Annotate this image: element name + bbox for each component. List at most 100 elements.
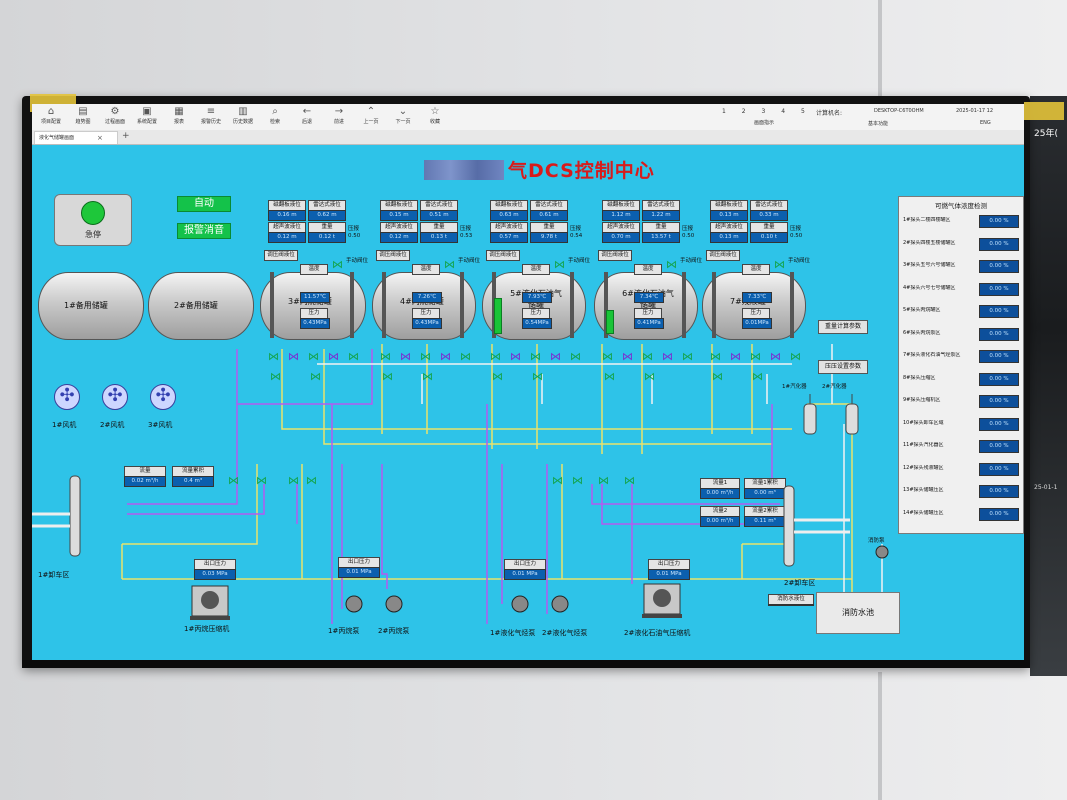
toolbar-button-2[interactable]: ⚙过程画面: [102, 106, 128, 125]
valve-icon[interactable]: ⋈: [268, 350, 279, 363]
radar-level-value: 1.22 m: [642, 210, 680, 221]
adjacent-screen: [1030, 96, 1067, 676]
user-menu[interactable]: 基本功能: [868, 121, 889, 127]
emergency-stop-button[interactable]: 急停: [54, 194, 132, 246]
valve-icon[interactable]: ⋈: [730, 350, 741, 363]
valve-icon[interactable]: ⋈: [306, 474, 317, 487]
pressure-setting-button[interactable]: 压压设置参数: [818, 360, 868, 374]
valve-icon[interactable]: ⋈: [666, 258, 677, 271]
valve-icon[interactable]: ⋈: [662, 350, 673, 363]
lang-select[interactable]: ENG: [980, 120, 991, 126]
toolbar-button-1[interactable]: ▤趋势图: [70, 106, 96, 125]
toolbar-button-7[interactable]: ⌕检索: [262, 106, 288, 125]
valve-icon[interactable]: ⋈: [644, 370, 655, 383]
valve-icon[interactable]: ⋈: [256, 474, 267, 487]
fan-icon[interactable]: ✣: [150, 384, 176, 410]
toolbar-button-9[interactable]: →前进: [326, 106, 352, 125]
tab-main[interactable]: 液化气储罐画面 ×: [34, 131, 118, 144]
toolbar-button-4[interactable]: ▦报表: [166, 106, 192, 125]
valve-icon[interactable]: ⋈: [552, 474, 563, 487]
valve-icon[interactable]: ⋈: [550, 350, 561, 363]
valve-icon[interactable]: ⋈: [288, 474, 299, 487]
toolbar-button-5[interactable]: ≡报警历史: [198, 106, 224, 125]
valve-icon[interactable]: ⋈: [712, 370, 723, 383]
valve-icon[interactable]: ⋈: [624, 474, 635, 487]
valve-icon[interactable]: ⋈: [554, 258, 565, 271]
page-btn-5[interactable]: 5: [801, 108, 805, 115]
valve-icon[interactable]: ⋈: [270, 370, 281, 383]
valve-icon[interactable]: ⋈: [710, 350, 721, 363]
valve-icon[interactable]: ⋈: [530, 350, 541, 363]
fan-icon[interactable]: ✣: [102, 384, 128, 410]
valve-icon[interactable]: ⋈: [332, 258, 343, 271]
valve-icon[interactable]: ⋈: [444, 258, 455, 271]
valve-icon[interactable]: ⋈: [572, 474, 583, 487]
toolbar-button-6[interactable]: ▥历史数据: [230, 106, 256, 125]
toolbar-button-11[interactable]: ⌄下一页: [390, 106, 416, 125]
toolbar-button-0[interactable]: ⌂项目配置: [38, 106, 64, 125]
valve-icon[interactable]: ⋈: [422, 370, 433, 383]
valve-icon[interactable]: ⋈: [602, 350, 613, 363]
valve-icon[interactable]: ⋈: [440, 350, 451, 363]
alarm-label: 压报: [790, 226, 802, 232]
valve-icon[interactable]: ⋈: [310, 370, 321, 383]
valve-icon[interactable]: ⋈: [288, 350, 299, 363]
valve-icon[interactable]: ⋈: [308, 350, 319, 363]
valve-icon[interactable]: ⋈: [532, 370, 543, 383]
page-btn-4[interactable]: 4: [781, 108, 786, 115]
toolbar-button-12[interactable]: ☆收藏: [422, 106, 448, 125]
valve-icon[interactable]: ⋈: [770, 350, 781, 363]
valve-icon[interactable]: ⋈: [604, 370, 615, 383]
radar-level-value: 0.62 m: [308, 210, 346, 221]
alarm-value: 0.53: [460, 233, 473, 239]
page-btn-3[interactable]: 3: [761, 108, 766, 115]
valve-icon[interactable]: ⋈: [348, 350, 359, 363]
valve-icon[interactable]: ⋈: [382, 370, 393, 383]
gas-detector-reading: 0.00 %: [989, 308, 1009, 314]
lpg-pump-1-label: 1#液化气烃泵: [490, 629, 536, 637]
valve-icon[interactable]: ⋈: [642, 350, 653, 363]
valve-icon[interactable]: ⋈: [752, 370, 763, 383]
page-btn-1[interactable]: 1: [722, 108, 726, 115]
valve-icon[interactable]: ⋈: [790, 350, 801, 363]
mag-level-value: 0.13 m: [710, 210, 748, 221]
vaporizer-icon: [803, 394, 859, 435]
unload-area-1-label: 1#卸车区: [38, 571, 70, 579]
valve-icon[interactable]: ⋈: [228, 474, 239, 487]
tank-1[interactable]: [38, 272, 144, 340]
valve-icon[interactable]: ⋈: [328, 350, 339, 363]
compressor-1-icon: [190, 585, 230, 620]
alarm-silence-button[interactable]: 报警消音: [177, 223, 231, 239]
valve-icon[interactable]: ⋈: [622, 350, 633, 363]
toolbar-button-3[interactable]: ▣系统配置: [134, 106, 160, 125]
valve-icon[interactable]: ⋈: [420, 350, 431, 363]
valve-icon[interactable]: ⋈: [598, 474, 609, 487]
valve-icon[interactable]: ⋈: [460, 350, 471, 363]
temp-label: 温度: [634, 264, 662, 275]
valve-icon[interactable]: ⋈: [492, 370, 503, 383]
gas-detector-reading: 0.00 %: [989, 240, 1009, 247]
weight-value: 0.12 t: [308, 232, 346, 243]
tank-level-bar: [494, 298, 502, 334]
valve-icon[interactable]: ⋈: [682, 350, 693, 363]
valve-icon[interactable]: ⋈: [510, 350, 521, 363]
page-btn-2[interactable]: 2: [741, 108, 746, 115]
toolbar-button-8[interactable]: ←后退: [294, 106, 320, 125]
toolbar-button-10[interactable]: ⌃上一页: [358, 106, 384, 125]
close-icon[interactable]: ×: [97, 134, 103, 142]
valve-icon[interactable]: ⋈: [380, 350, 391, 363]
fan-icon[interactable]: ✣: [54, 384, 80, 410]
manual-valve-label: 手动阀位: [458, 258, 481, 264]
valve-icon[interactable]: ⋈: [490, 350, 501, 363]
alarm-label: 压报: [570, 226, 582, 232]
weight-calc-button[interactable]: 重量计算参数: [818, 320, 868, 334]
auto-mode-button[interactable]: 自动: [177, 196, 231, 212]
flow-value: 0.02 m³/h: [124, 476, 166, 487]
valve-icon[interactable]: ⋈: [570, 350, 581, 363]
tank-2[interactable]: [148, 272, 254, 340]
valve-icon[interactable]: ⋈: [774, 258, 785, 271]
valve-icon[interactable]: ⋈: [400, 350, 411, 363]
add-tab-icon[interactable]: +: [122, 131, 130, 141]
flow1-value: 0.00 m³/h: [700, 488, 740, 499]
valve-icon[interactable]: ⋈: [750, 350, 761, 363]
